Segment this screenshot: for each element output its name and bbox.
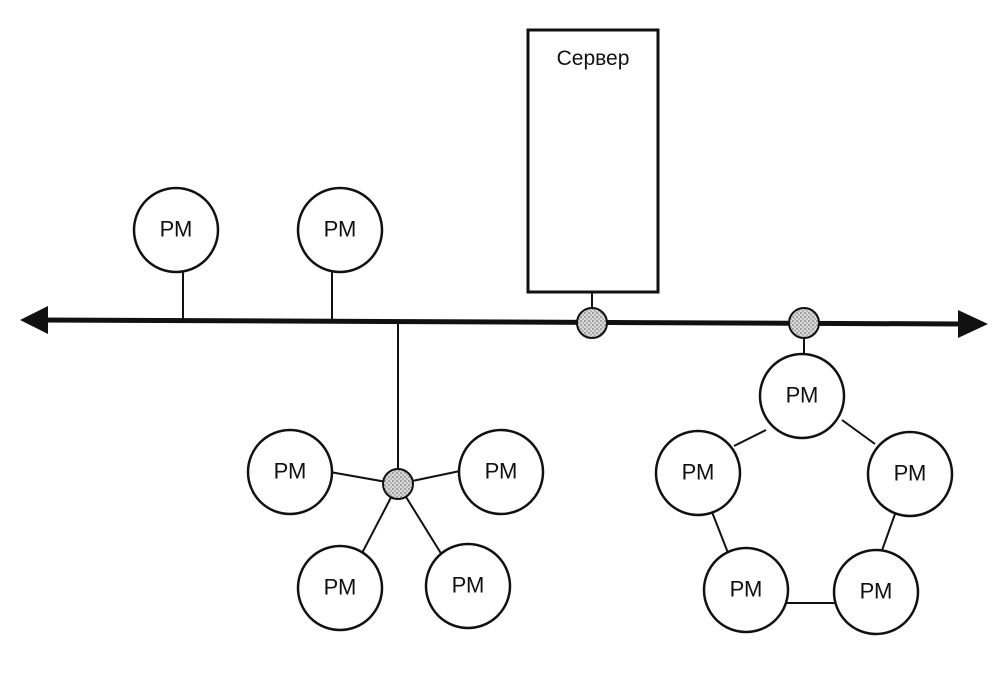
- workstation-label: РМ: [786, 383, 819, 408]
- workstation-ring-bottom-left: РМ: [702, 546, 790, 634]
- workstation-ring-top: РМ: [758, 352, 846, 440]
- workstation-label: РМ: [682, 460, 715, 485]
- bus-line: [20, 306, 988, 338]
- workstation-label: РМ: [274, 459, 307, 484]
- server-box: Сервер: [526, 28, 660, 294]
- workstation-bus-2: РМ: [296, 186, 384, 274]
- workstation-star-left: РМ: [246, 428, 334, 516]
- bus-hub-server: [576, 307, 608, 339]
- workstations: РМ РМ РМ РМ РМ РМ РМ РМ: [132, 186, 954, 636]
- workstation-label: РМ: [452, 573, 485, 598]
- workstation-star-bottom-left: РМ: [296, 544, 384, 632]
- workstation-ring-bottom-right: РМ: [832, 548, 920, 636]
- workstation-label: РМ: [485, 459, 518, 484]
- workstation-bus-1: РМ: [132, 186, 220, 274]
- workstation-label: РМ: [860, 579, 893, 604]
- workstation-ring-left: РМ: [654, 429, 742, 517]
- workstation-label: РМ: [324, 575, 357, 600]
- workstation-star-bottom-right: РМ: [424, 542, 512, 630]
- workstation-label: РМ: [894, 461, 927, 486]
- workstation-label: РМ: [160, 217, 193, 242]
- bus-arrow-right: [958, 310, 988, 338]
- workstation-label: РМ: [324, 217, 357, 242]
- hubs: [382, 307, 820, 500]
- star-hub: [382, 468, 414, 500]
- workstation-label: РМ: [730, 577, 763, 602]
- server-label: Сервер: [557, 47, 630, 70]
- workstation-star-right: РМ: [457, 428, 545, 516]
- workstation-ring-right: РМ: [866, 430, 954, 518]
- bus-arrow-left: [20, 306, 48, 334]
- bus-hub-ring: [788, 307, 820, 339]
